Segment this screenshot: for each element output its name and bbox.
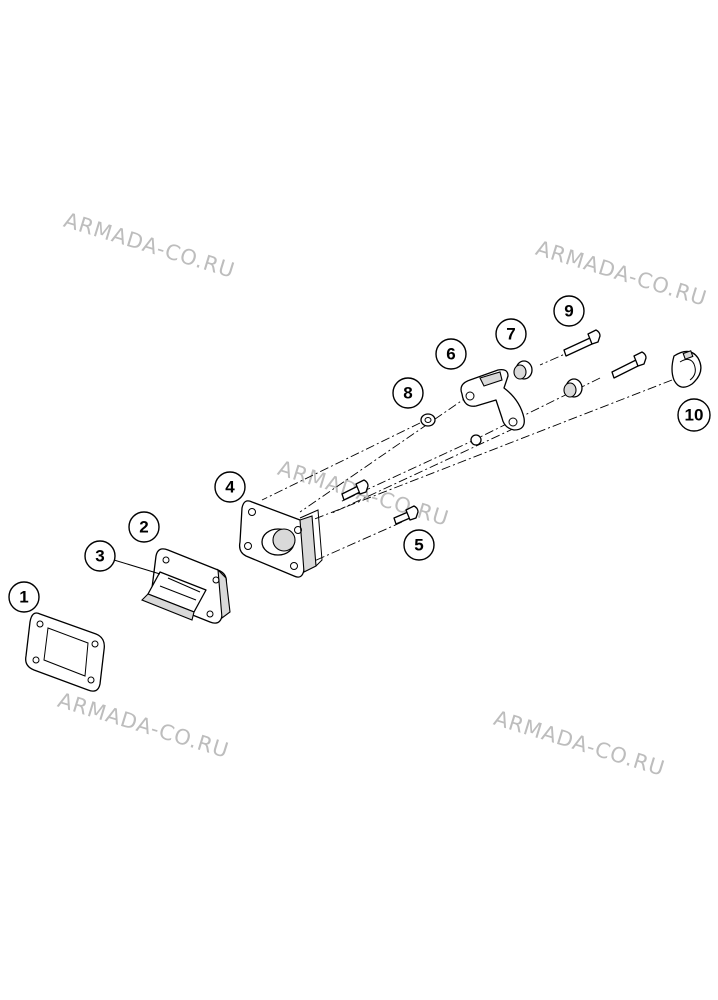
callout-10-label: 10 — [685, 406, 704, 425]
callout-5[interactable]: 5 — [403, 529, 435, 561]
gasket — [25, 612, 105, 692]
rubber-bushing — [470, 360, 583, 446]
callout-6[interactable]: 6 — [435, 338, 467, 370]
callout-6-label: 6 — [446, 345, 455, 364]
reed-petal — [141, 571, 207, 621]
callout-3-label: 3 — [95, 547, 104, 566]
callout-2[interactable]: 2 — [128, 511, 160, 543]
long-bolt — [563, 329, 647, 379]
callout-3[interactable]: 3 — [84, 540, 116, 572]
intake-flange — [238, 500, 323, 578]
assembly-line-washer — [261, 422, 421, 501]
callout-2-label: 2 — [139, 518, 148, 537]
assembly-line-bracket-lower — [329, 427, 516, 515]
callout-1-label: 1 — [19, 588, 28, 607]
callout-5-label: 5 — [414, 536, 423, 555]
callout-7[interactable]: 7 — [495, 318, 527, 350]
assembly-lines — [261, 349, 673, 563]
callout-9-label: 9 — [564, 302, 573, 321]
washer — [420, 413, 436, 427]
flange-bolt-upper — [341, 479, 369, 501]
callout-9[interactable]: 9 — [553, 295, 585, 327]
short-bolt — [393, 505, 419, 525]
callout-4-label: 4 — [225, 478, 235, 497]
assembly-line-clamp — [311, 379, 673, 521]
assembly-line-long-bolt-upper — [339, 377, 601, 503]
callout-8-label: 8 — [403, 384, 412, 403]
assembly-line-short-bolt — [311, 521, 403, 563]
callout-8[interactable]: 8 — [392, 377, 424, 409]
callout-4[interactable]: 4 — [214, 471, 246, 503]
bracket — [460, 368, 525, 431]
leader-line-3 — [113, 559, 161, 575]
assembly-line-bracket-upper — [299, 394, 471, 513]
hose-clamp — [671, 350, 702, 388]
callout-7-label: 7 — [506, 325, 515, 344]
leader-lines — [113, 559, 161, 575]
callout-1[interactable]: 1 — [8, 581, 40, 613]
callout-10[interactable]: 10 — [677, 398, 711, 432]
